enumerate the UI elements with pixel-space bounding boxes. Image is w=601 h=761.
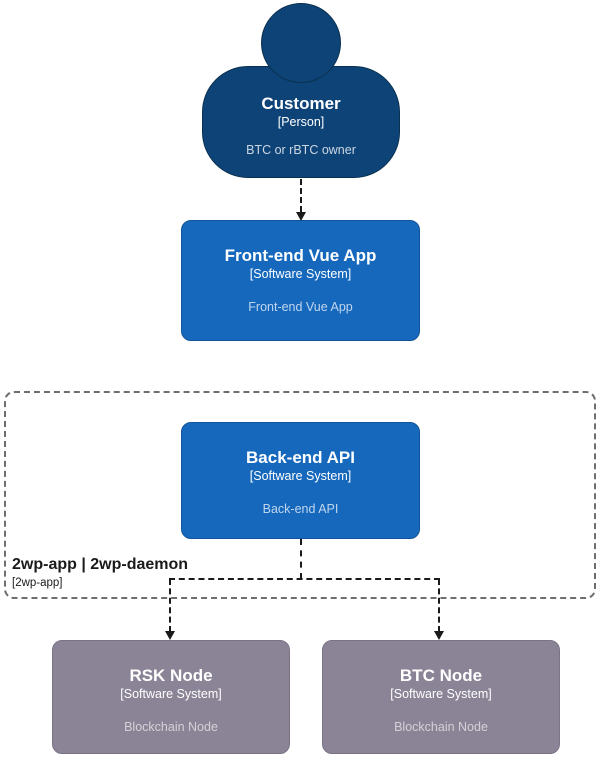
node-description: Blockchain Node <box>124 720 218 734</box>
node-description: Back-end API <box>262 502 339 516</box>
node-title: Back-end API <box>246 448 355 467</box>
node-title: RSK Node <box>129 666 213 685</box>
node-customer: Customer [Person] BTC or rBTC owner <box>202 66 400 178</box>
boundary-title: 2wp-app | 2wp-daemon <box>12 556 189 573</box>
node-title: BTC Node <box>399 666 483 685</box>
node-frontend: Front-end Vue App [Software System] Fron… <box>181 220 420 341</box>
node-title: Front-end Vue App <box>224 246 377 265</box>
node-description: Blockchain Node <box>394 720 488 734</box>
node-btc: BTC Node [Software System] Blockchain No… <box>322 640 560 754</box>
node-description: Front-end Vue App <box>248 300 353 314</box>
node-subtitle: [Software System] <box>390 687 492 701</box>
node-description: BTC or rBTC owner <box>246 143 356 157</box>
edge-backend-btc-line <box>438 579 440 632</box>
edge-customer-frontend-line <box>300 179 302 212</box>
node-subtitle: [Person] <box>277 115 325 129</box>
node-subtitle: [Software System] <box>249 469 352 483</box>
node-rsk: RSK Node [Software System] Blockchain No… <box>52 640 290 754</box>
boundary-2wp-app <box>4 391 596 599</box>
person-head-icon <box>261 3 341 83</box>
node-subtitle: [Software System] <box>249 267 352 281</box>
node-backend: Back-end API [Software System] Back-end … <box>181 422 420 539</box>
edge-backend-branch-line <box>169 578 440 580</box>
edge-backend-stem-line <box>300 539 302 579</box>
node-title: Customer <box>261 94 341 113</box>
arrowhead-down-icon <box>296 212 306 221</box>
arrowhead-down-icon <box>165 631 175 640</box>
boundary-label: 2wp-app | 2wp-daemon [2wp-app] <box>12 556 188 590</box>
edge-backend-rsk-line <box>169 579 171 632</box>
node-subtitle: [Software System] <box>120 687 222 701</box>
boundary-subtitle: [2wp-app] <box>12 577 63 589</box>
arrowhead-down-icon <box>434 631 444 640</box>
